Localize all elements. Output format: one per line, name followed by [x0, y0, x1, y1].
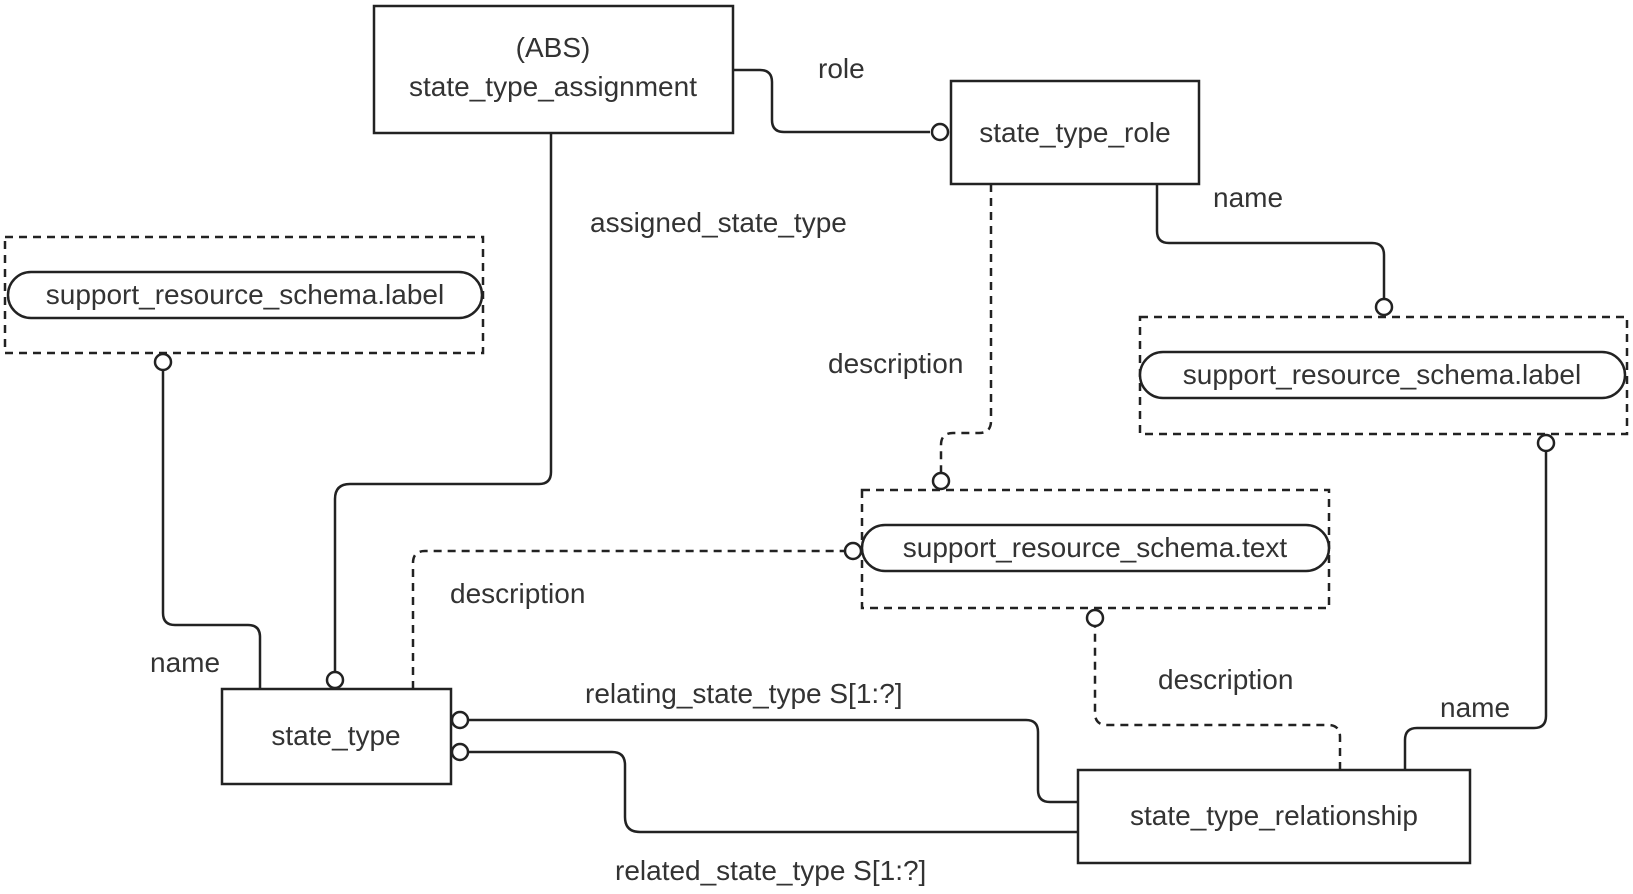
relating-state-type-end-circle [450, 710, 470, 730]
state-type-name-end-circle [153, 352, 173, 372]
relationship-description-connector [1093, 627, 1342, 770]
label-right-pill[interactable] [1138, 350, 1627, 400]
state-type-box[interactable] [220, 687, 453, 786]
state-type-relationship-box[interactable] [1076, 768, 1472, 865]
label-left-text: support_resource_schema.label [46, 279, 444, 310]
text-center-pill[interactable] [860, 523, 1331, 573]
role-description-connector [939, 184, 993, 472]
state-type-assignment-prefix: (ABS) [516, 32, 591, 63]
label-right-text: support_resource_schema.label [1183, 359, 1581, 390]
assigned-state-type-label: assigned_state_type [590, 207, 847, 238]
role-description-end-circle [931, 471, 951, 491]
assigned-state-type-end-circle [325, 670, 345, 690]
state-type-relationship-name: state_type_relationship [1130, 800, 1418, 831]
relationship-name-label: name [1440, 692, 1510, 723]
role-connector [733, 68, 930, 134]
state-type-name-label: name [150, 647, 220, 678]
state-type-description-end-circle [843, 541, 863, 561]
state-type-role-box[interactable] [949, 79, 1201, 186]
role-name-label: name [1213, 182, 1283, 213]
state-type-role-name: state_type_role [979, 117, 1170, 148]
assigned-state-type-connector [333, 133, 553, 672]
state-type-assignment-box[interactable] [372, 4, 735, 135]
role-name-connector [1155, 184, 1386, 299]
related-state-type-label: related_state_type S[1:?] [615, 855, 926, 886]
relating-state-type-connector [469, 718, 1078, 804]
text-center-text: support_resource_schema.text [903, 532, 1288, 563]
state-type-assignment-name: state_type_assignment [409, 71, 697, 102]
state-type-name-connector [161, 370, 262, 689]
related-state-type-connector [469, 750, 1078, 834]
role-label: role [818, 53, 865, 84]
relationship-name-end-circle [1536, 433, 1556, 453]
relating-state-type-label: relating_state_type S[1:?] [585, 678, 903, 709]
role-description-label: description [828, 348, 963, 379]
relationship-description-end-circle [1085, 608, 1105, 628]
state-type-description-label: description [450, 578, 585, 609]
relationship-name-connector [1403, 452, 1548, 770]
role-name-end-circle [1374, 297, 1394, 317]
state-type-name: state_type [271, 720, 400, 751]
role-end-circle [930, 122, 950, 142]
state-type-description-connector [411, 549, 845, 689]
related-state-type-end-circle [450, 742, 470, 762]
label-left-pill[interactable] [6, 270, 484, 320]
relationship-description-label: description [1158, 664, 1293, 695]
